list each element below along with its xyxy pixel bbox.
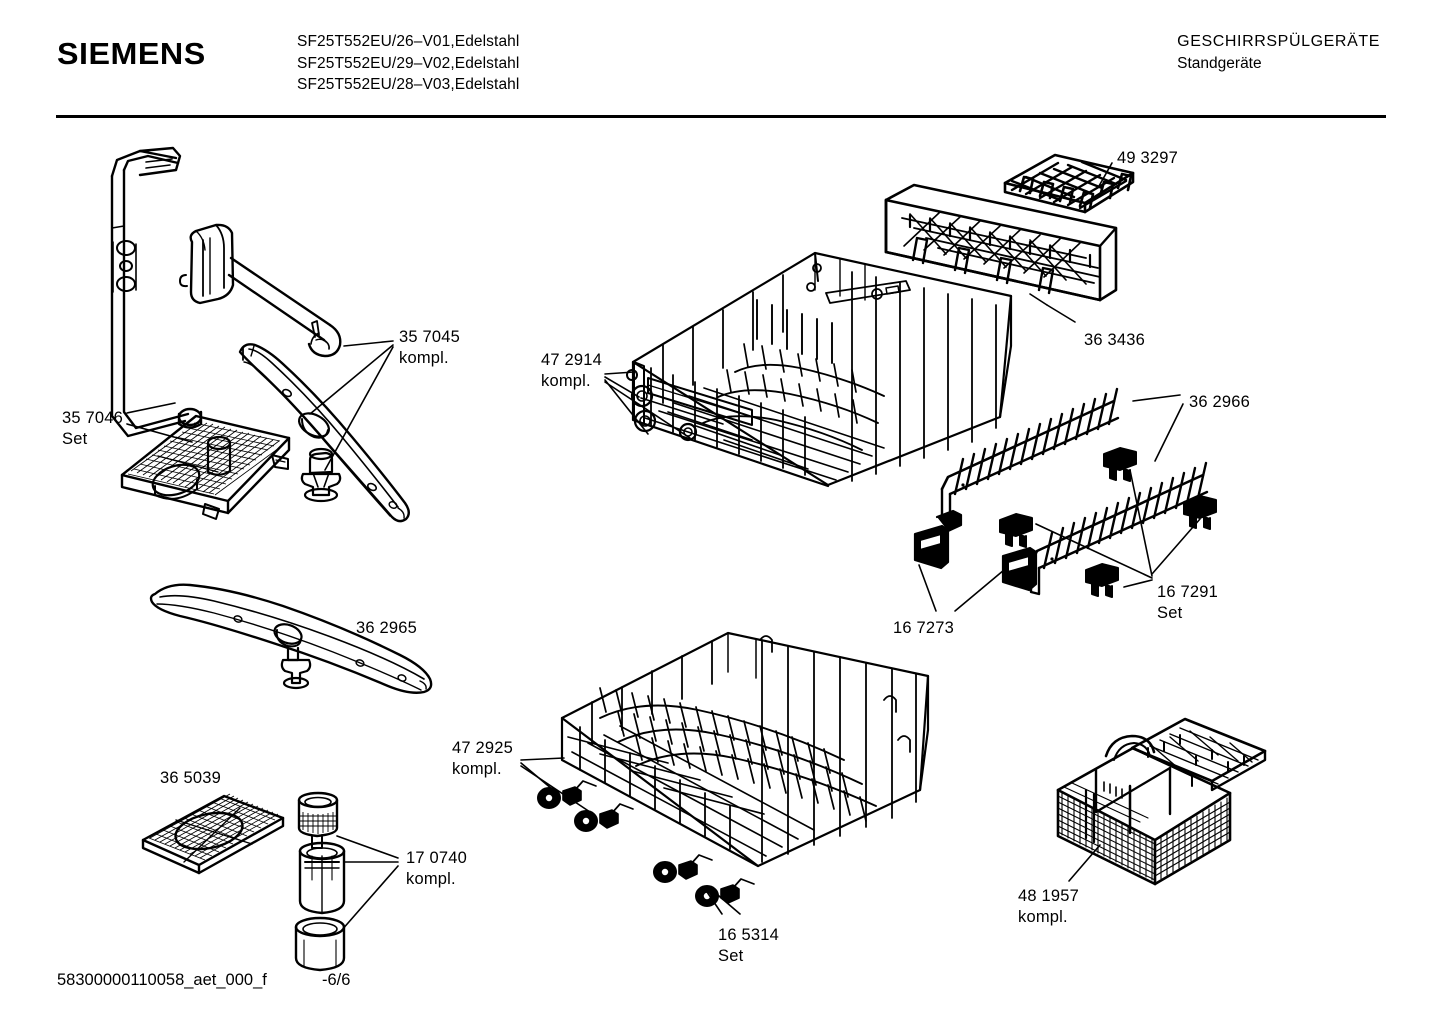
- callout-472925-number: 47 2925: [452, 739, 514, 757]
- leader-167273: [918, 564, 1005, 612]
- part-363436-cup-shelf: [884, 183, 1118, 302]
- footer-page-number: -6/6: [322, 971, 351, 989]
- callout-165314-number: 16 5314: [718, 926, 780, 944]
- callout-472925-qualifier: kompl.: [452, 760, 502, 778]
- model-line-2: SF25T552EU/29–V02,Edelstahl: [297, 54, 520, 72]
- callout-167273-number: 16 7273: [893, 619, 955, 637]
- part-165314-rollers: [537, 780, 755, 907]
- category-title: GESCHIRRSPÜLGERÄTE: [1177, 33, 1380, 50]
- part-167273-rack-clips: [913, 509, 1038, 592]
- part-167291-clips: [999, 447, 1217, 598]
- callout-493297-number: 49 3297: [1117, 149, 1179, 167]
- callout-362965-number: 36 2965: [356, 619, 418, 637]
- part-472914-upper-basket: [626, 251, 1013, 488]
- callout-362965: 36 2965: [356, 618, 417, 639]
- part-362966-tine-rows: [940, 387, 1209, 596]
- callout-167273: 16 7273: [893, 618, 954, 639]
- part-170740-filter-set: [294, 791, 346, 972]
- page-footer: 58300000110058_aet_000_f -6/6: [57, 971, 557, 997]
- callout-365039: 36 5039: [160, 768, 221, 789]
- callout-363436: 36 3436: [1084, 330, 1145, 351]
- part-357045-upper-spray-arm: [179, 223, 342, 358]
- model-line-1: SF25T552EU/26–V01,Edelstahl: [297, 33, 520, 50]
- leader-357045: [309, 340, 394, 471]
- callout-357046-qualifier: Set: [62, 430, 88, 448]
- leader-165314: [704, 888, 741, 915]
- header-divider: [56, 115, 1386, 118]
- callout-357045: 35 7045 kompl.: [399, 327, 460, 369]
- part-357045-spray-arm-body: [238, 343, 410, 523]
- callout-357046: 35 7046 Set: [62, 408, 123, 450]
- callout-362966-number: 36 2966: [1189, 393, 1251, 411]
- callout-357045-qualifier: kompl.: [399, 349, 449, 367]
- footer-document-code: 58300000110058_aet_000_f: [57, 971, 267, 989]
- category-subtitle: Standgeräte: [1177, 55, 1262, 72]
- callout-165314-qualifier: Set: [718, 947, 744, 965]
- part-493297-folding-rack: [1003, 153, 1135, 214]
- part-365039-coarse-filter: [141, 793, 285, 875]
- part-481957-cutlery-basket: [1056, 717, 1267, 886]
- leader-481957: [1068, 844, 1101, 882]
- callout-481957: 48 1957 kompl.: [1018, 886, 1079, 928]
- leader-472925: [520, 757, 591, 813]
- callout-170740: 17 0740 kompl.: [406, 848, 467, 890]
- part-357045-hub: [300, 447, 342, 503]
- callout-481957-qualifier: kompl.: [1018, 908, 1068, 926]
- callout-472914-qualifier: kompl.: [541, 372, 591, 390]
- category-block: GESCHIRRSPÜLGERÄTE Standgeräte: [1177, 31, 1380, 74]
- callout-357045-number: 35 7045: [399, 328, 461, 346]
- brand-logo: SIEMENS: [57, 36, 206, 71]
- model-list: SF25T552EU/26–V01,Edelstahl SF25T552EU/2…: [297, 31, 519, 96]
- callout-357046-number: 35 7046: [62, 409, 124, 427]
- leader-363436: [1046, 304, 1076, 323]
- callout-167291-qualifier: Set: [1157, 604, 1183, 622]
- callout-365039-number: 36 5039: [160, 769, 222, 787]
- callout-472914: 47 2914 kompl.: [541, 350, 602, 392]
- callout-170740-number: 17 0740: [406, 849, 468, 867]
- callout-493297: 49 3297: [1117, 148, 1178, 169]
- part-472925-lower-basket: [560, 631, 930, 868]
- callout-472914-number: 47 2914: [541, 351, 603, 369]
- callout-170740-qualifier: kompl.: [406, 870, 456, 888]
- callout-481957-number: 48 1957: [1018, 887, 1080, 905]
- leader-493297: [1098, 162, 1113, 187]
- leader-472914: [604, 371, 691, 439]
- leader-170740: [336, 835, 399, 932]
- callout-167291-number: 16 7291: [1157, 583, 1219, 601]
- leader-357046: [126, 402, 193, 443]
- callout-362966: 36 2966: [1189, 392, 1250, 413]
- part-357046-feed-pipe: [110, 146, 203, 438]
- leader-362966: [1132, 394, 1184, 462]
- callout-167291: 16 7291 Set: [1157, 582, 1218, 624]
- callout-165314: 16 5314 Set: [718, 925, 779, 967]
- leader-167291: [1035, 469, 1201, 588]
- callout-472925: 47 2925 kompl.: [452, 738, 513, 780]
- callout-363436-number: 36 3436: [1084, 331, 1146, 349]
- page-header: SIEMENS SF25T552EU/26–V01,Edelstahl SF25…: [0, 0, 1442, 118]
- part-357046-filter-plate: [120, 414, 291, 520]
- model-line-3: SF25T552EU/28–V03,Edelstahl: [297, 76, 520, 93]
